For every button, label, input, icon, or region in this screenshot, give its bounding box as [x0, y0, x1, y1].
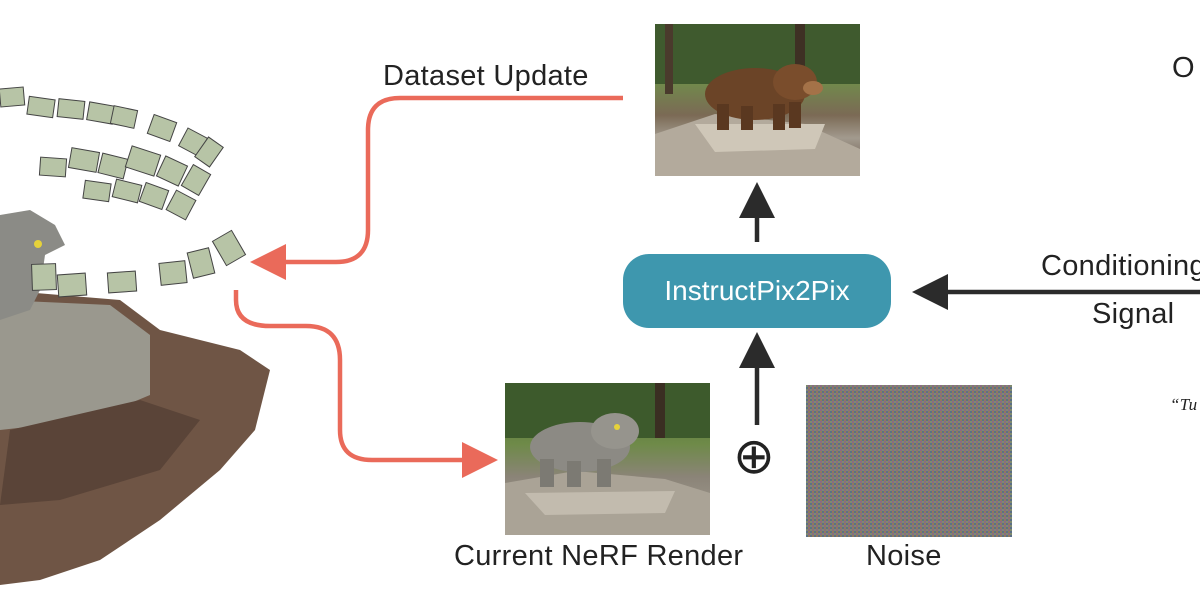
quote-fragment: “Tu [1170, 395, 1198, 414]
nerf-render-image [505, 383, 710, 535]
combine-symbol: ⊕ [733, 427, 776, 485]
nerf-scene [0, 0, 290, 600]
bear-photo-icon [655, 24, 860, 176]
rock-shape [0, 300, 150, 430]
noise-image [806, 385, 1012, 537]
dataset-update-label: Dataset Update [383, 60, 589, 92]
render-arrow [233, 290, 498, 478]
edited-output-image [655, 24, 860, 176]
camera-frustums [0, 86, 247, 298]
soil-shape [0, 400, 200, 505]
signal-label: Signal [1092, 298, 1175, 330]
top-right-fragment: O [1172, 52, 1195, 84]
conditioning-label: Conditioning [1041, 250, 1200, 282]
instructpix2pix-label: InstructPix2Pix [664, 275, 850, 306]
dataset-update-arrow [250, 95, 623, 280]
noise-label: Noise [866, 540, 942, 572]
nerf-scene-icon [0, 86, 270, 585]
noise-image-icon [806, 385, 1012, 537]
instructpix2pix-box: InstructPix2Pix [623, 254, 891, 328]
bear-eye-shape [34, 240, 42, 248]
stone-bear-render-icon [505, 383, 710, 535]
current-nerf-render-label: Current NeRF Render [454, 540, 744, 572]
